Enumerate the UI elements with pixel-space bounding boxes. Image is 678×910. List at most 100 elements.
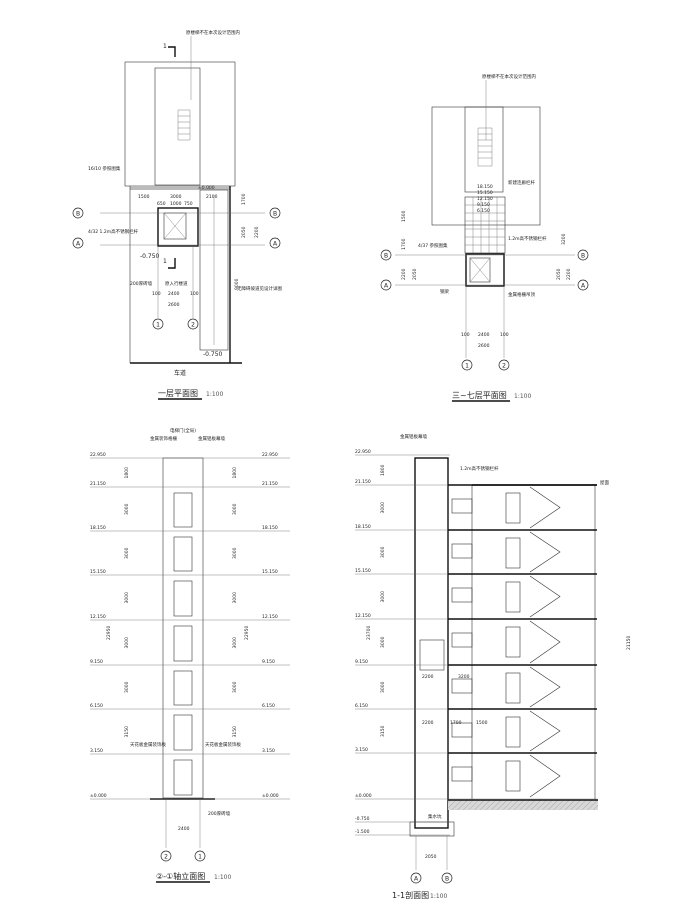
level-label-right: 9.150 — [262, 659, 275, 665]
level-label: 21.150 — [355, 479, 371, 485]
corridor-grating — [464, 196, 506, 254]
dim: 2050 — [412, 268, 418, 280]
grid-bubble-1 — [461, 359, 473, 371]
grid-label: 1 — [198, 854, 202, 861]
level-label-left: 9.150 — [90, 659, 103, 665]
drawing-scale: 1:100 — [206, 391, 223, 398]
level-label-right: 21.150 — [262, 481, 278, 487]
railing — [451, 587, 473, 603]
door — [505, 537, 521, 569]
grid-bubble-a — [410, 872, 422, 884]
grid-bubble-a-left — [72, 237, 84, 249]
floor-dim: 3000 — [380, 546, 386, 558]
dim: 2100 — [206, 194, 218, 200]
grid-bubble-2 — [498, 359, 510, 371]
grid-bubble-b-left — [72, 207, 84, 219]
railing — [451, 543, 473, 559]
dimension-labels: 1500 1700 2200 2050 3200 2050 2200 100 2… — [401, 210, 572, 349]
dim: 1500 — [138, 194, 150, 200]
level-mark: 15.150 — [477, 190, 493, 196]
drawing-scale: 1:100 — [214, 874, 231, 881]
grid-label: A — [76, 241, 81, 248]
grid-label: 2 — [191, 322, 195, 329]
level-label-right: 22.950 — [262, 452, 278, 458]
level-label: 3.150 — [355, 747, 368, 753]
elevator-cross-icon — [163, 212, 187, 240]
annotation: 原楼梯不在本次设计范围内 — [186, 29, 240, 36]
grid-label: B — [445, 876, 449, 883]
elevator-shaft — [465, 253, 505, 287]
door — [505, 716, 521, 748]
grid-bubble-b-right — [577, 249, 589, 261]
railing — [451, 722, 473, 738]
door — [505, 760, 521, 792]
floor-dim: 3000 — [232, 592, 238, 604]
annotation: 200厚砖墙 — [208, 810, 231, 817]
level-label-right: ±0.000 — [262, 793, 279, 799]
annotation: 金属铝板幕墙 — [198, 435, 225, 442]
floor-dim: 3000 — [124, 547, 130, 559]
grid-label: 2 — [164, 854, 168, 861]
floor-dim: 1800 — [124, 467, 130, 479]
dim: 2400 — [178, 826, 190, 832]
dim: 2050 — [556, 268, 562, 280]
elevator-shaft-section — [414, 457, 449, 829]
stair-flight — [529, 666, 561, 708]
dim: 2400 — [478, 332, 490, 338]
drawing-title: ②-①轴立面图 — [156, 871, 205, 881]
annotation: 无障碍坡道见设计详图 — [237, 285, 282, 292]
elevator-door — [173, 625, 193, 662]
railing — [451, 498, 473, 514]
level-label-left: 12.150 — [90, 614, 106, 620]
annotation: 1.2m高不锈钢栏杆 — [508, 235, 547, 242]
level-mark: -0.750 — [203, 351, 223, 358]
corridor-dimensions: 2200 3200 2200 1700 1500 — [422, 674, 488, 726]
grid-bubble-a-right — [269, 237, 281, 249]
dim: 23700 — [366, 626, 372, 640]
typical-floor-plan: B A B A 1 2 原楼梯不在本次设计范围内 18.150 15.150 1… — [380, 73, 589, 402]
dim: 22950 — [244, 626, 250, 640]
elevator-shaft — [157, 207, 199, 247]
level-mark: 6.150 — [477, 208, 490, 214]
grid-label: 1 — [465, 363, 469, 370]
level-label-left: 3.150 — [90, 748, 103, 754]
level-label-left: 22.950 — [90, 452, 106, 458]
wall — [130, 186, 230, 190]
dim: 100 — [152, 291, 161, 297]
floor-dim: 3150 — [232, 726, 238, 738]
level-mark: 9.150 — [477, 202, 490, 208]
dim: 3000 — [170, 194, 182, 200]
level-label: 18.150 — [355, 524, 371, 530]
floor-dim: 3000 — [232, 637, 238, 649]
annotation: 屋面 — [600, 480, 609, 486]
dimension-labels: 1500 3000 2100 650 1000 750 2400 100 100… — [138, 193, 260, 308]
annotation: 金属铝板幕墙 — [400, 433, 427, 440]
elevator-door — [173, 670, 193, 706]
dim: 100 — [461, 332, 470, 338]
annotation: 200厚砖墙 — [130, 280, 153, 287]
dim: 2050 — [241, 226, 247, 238]
level-label: -1.500 — [355, 829, 370, 835]
level-mark: 12.150 — [477, 196, 493, 202]
grid-bubble-b — [441, 872, 453, 884]
elevator-door — [173, 580, 193, 617]
stair-flight — [529, 531, 561, 573]
grid-bubble-2 — [160, 850, 172, 862]
railing — [451, 766, 473, 782]
stair-icon — [177, 109, 191, 141]
level-marks: 18.150 15.150 12.150 9.150 6.150 — [477, 184, 493, 214]
level-label: ±0.000 — [355, 793, 372, 799]
drawing-title: 三~七层平面图 — [452, 391, 507, 400]
section-drawing: 集水坑 屋面 金属铝板幕墙 1.2m高不锈钢栏杆 23700 21150 220… — [355, 433, 632, 900]
dim: 22950 — [106, 626, 112, 640]
level-mark: ±0.000 — [198, 185, 215, 191]
grid-label: B — [76, 211, 80, 218]
floor-dim: 3000 — [380, 681, 386, 693]
stair-flight — [529, 710, 561, 752]
dim: 1500 — [476, 720, 488, 726]
dim: 2400 — [168, 291, 180, 297]
annotation: 原楼梯不在本次设计范围内 — [482, 73, 536, 80]
level-label: 22.950 — [355, 449, 371, 455]
dim: 2200 — [566, 268, 572, 280]
